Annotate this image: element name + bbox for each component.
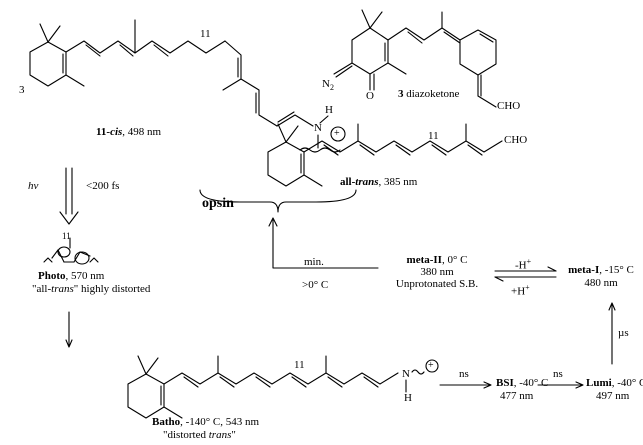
fs-label: <200 fs [86,180,120,192]
batho-name: Batho [152,416,181,428]
hv-arrow [59,167,79,225]
diazoketone-structure [333,9,497,108]
minus-h-sup: + [526,257,532,266]
photo-name: Photo [38,270,66,282]
batho-desc-italic: trans [208,429,232,441]
meta1-nm: 480 nm [584,277,618,289]
bsi-name: BSI [496,377,514,389]
cis-name: 11- [96,126,111,138]
plus-h-label: +H+ [511,282,530,298]
minus-h-text: -H [515,259,527,272]
alltrans-name: all- [340,176,356,188]
cis-nm: , 498 nm [122,126,162,138]
photo-11-label: 11 [62,231,71,241]
lumi-nm: 497 nm [596,390,630,402]
mus-label: µs [618,327,629,339]
plus-h-sup: + [525,283,530,292]
alltrans-nm: , 385 nm [378,176,418,188]
lumi-temp: , -40° C [611,377,643,389]
meta2-line1: meta-II, 0° C [378,254,496,266]
photo-structure [43,237,99,265]
photo-desc-part1: "all- [32,283,52,295]
minus-h-label: -H+ [515,256,531,272]
bsi-line1: BSI, -40° C [496,377,548,389]
diazo-number: 3 [398,88,404,100]
gt0-label: >0° C [302,279,329,291]
meta2-temp: , 0° C [441,254,468,266]
batho-11-label: 11 [294,359,305,371]
bsi-temp: , -40° C [513,377,549,389]
cis-italic: cis [110,126,123,138]
diazo-caption: 3 diazoketone [398,88,459,100]
diazo-text: diazoketone [403,88,460,100]
carbon-11-label-cis: 11 [200,28,211,40]
plus-h-text: +H [511,285,526,298]
photo-to-batho-arrow [65,311,73,348]
opsin-brace [199,189,357,213]
schiff-base-h-label: H [325,104,333,116]
n2-subscript: 2 [329,83,334,93]
lumi-line1: Lumi, -40° C [586,377,643,389]
diazo-n2-label: N2 [322,78,334,94]
ns-label-1: ns [459,368,469,380]
photo-desc-italic: trans [51,283,74,295]
photo-caption: Photo, 570 nm [38,270,104,282]
meta1-line1: meta-I, -15° C [560,264,642,276]
batho-caption: Batho, -140° C, 543 nm [152,416,259,428]
hv-label: hv [28,180,39,192]
diazo-o-label: O [366,90,374,102]
carbon-11-label-alltrans: 11 [428,130,439,142]
alltrans-caption: all-trans, 385 nm [340,176,417,188]
meta2-to-opsin-arrow [268,217,379,269]
cis-caption: 11-cis, 498 nm [96,126,161,138]
lumi-to-meta1-arrow [608,302,616,365]
photo-desc: "all-trans" highly distorted [32,283,150,295]
batho-n-label: N [402,368,410,380]
cis-retinal-structure [29,19,346,153]
ns-label-2: ns [553,368,563,380]
batho-to-bsi-arrow [439,381,492,389]
meta1-temp: , -15° C [599,264,634,276]
n2-symbol: N [322,78,330,90]
batho-desc-part2: " [231,429,236,441]
plus-charge-label: + [334,128,340,139]
batho-h-label: H [404,392,412,404]
alltrans-cho-label: CHO [504,134,528,146]
alltrans-italic: trans [355,176,379,188]
batho-desc-part1: "distorted [163,429,209,441]
equilibrium-arrows [494,266,557,282]
batho-plus-label: + [428,360,434,371]
lumi-name: Lumi [586,377,612,389]
bsi-nm: 477 nm [500,390,534,402]
photo-desc-part2: " highly distorted [73,283,151,295]
meta2-name: meta-II [406,254,442,266]
batho-desc: "distorted trans" [163,429,236,441]
meta2-nm: 380 nm [420,266,454,278]
batho-structure [127,355,439,419]
photo-nm: , 570 nm [65,270,105,282]
min-label: min. [304,256,324,268]
opsin-label: opsin [202,196,234,211]
meta1-name: meta-I [568,264,600,276]
batho-temp: , -140° C, 543 nm [180,416,260,428]
diazo-cho-label: CHO [497,100,521,112]
all-trans-retinal-structure [267,123,503,187]
meta2-sb: Unprotonated S.B. [395,278,479,290]
schiff-base-n-label: N [314,122,322,134]
bsi-to-lumi-arrow [537,381,584,389]
carbon-3-label: 3 [19,84,25,96]
